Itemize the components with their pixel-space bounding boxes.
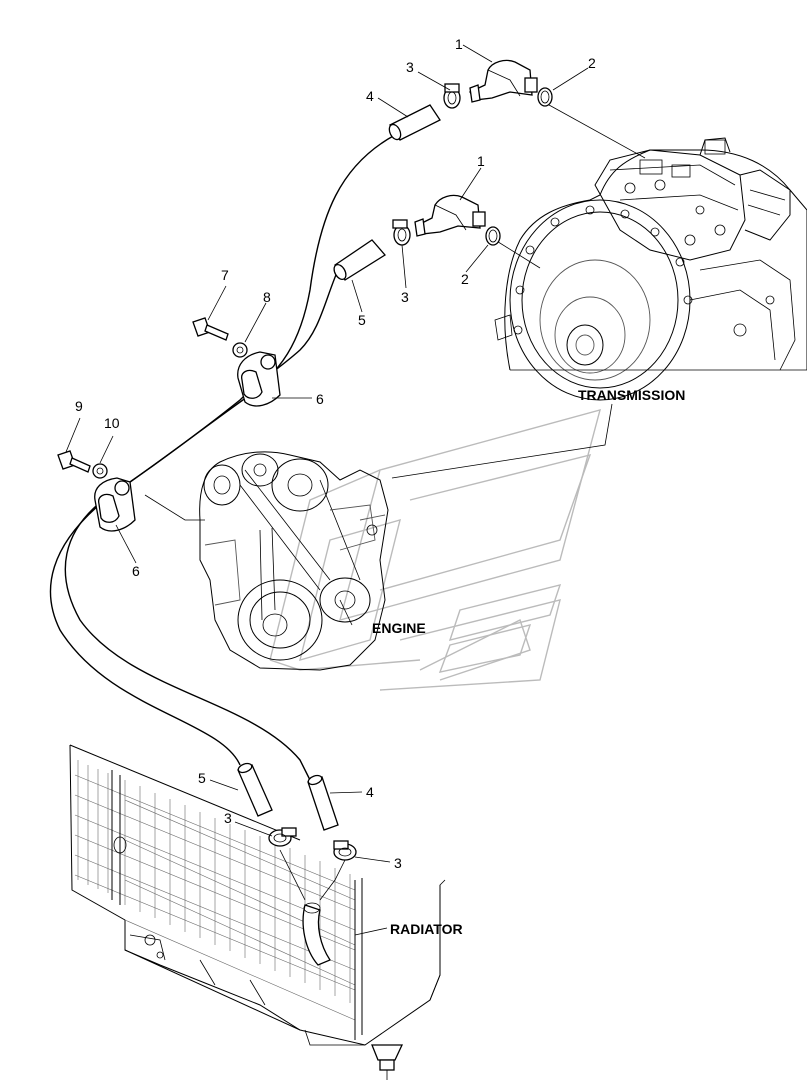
bolt-7: [192, 317, 229, 341]
callout-washer-upper: 8: [263, 289, 271, 305]
o-ring-2-mid: [485, 226, 501, 246]
clamp-3-rad-right: [333, 840, 357, 861]
callout-numbers: 1 2 3 4 1 2 3 5 7 8 6 9 10 6 5 4 3 3: [75, 36, 596, 871]
leader-port-mid: [494, 239, 541, 269]
callout-oring-mid: 2: [461, 271, 469, 287]
clamp-3-mid: [392, 219, 411, 246]
label-radiator: RADIATOR: [390, 921, 463, 937]
bracket-group-upper: [192, 317, 281, 407]
callout-bolt-upper: 7: [221, 267, 229, 283]
elbow-fitting-1-mid: [414, 194, 486, 237]
callout-oring-top: 2: [588, 55, 596, 71]
leader-port-top: [539, 99, 646, 159]
callout-bracket-lower: 6: [132, 563, 140, 579]
fitting-group-mid: [333, 194, 501, 281]
label-engine: ENGINE: [372, 620, 426, 636]
callout-washer-lower: 10: [104, 415, 120, 431]
callout-clamp-mid: 3: [401, 289, 409, 305]
callout-hose-top: 4: [366, 88, 374, 104]
callout-hose-rad-right: 4: [366, 784, 374, 800]
label-transmission: TRANSMISSION: [578, 387, 685, 403]
watermark-logo: [269, 409, 601, 691]
fitting-group-top: [388, 59, 553, 141]
callout-clamp-rad-right: 3: [394, 855, 402, 871]
callout-clamp-top: 3: [406, 59, 414, 75]
radiator-assembly: [69, 744, 446, 1080]
callout-hose-mid: 5: [358, 312, 366, 328]
leader-lines: [65, 44, 613, 936]
washer-10: [92, 463, 108, 479]
callout-fitting-mid: 1: [477, 153, 485, 169]
callout-fitting-top: 1: [455, 36, 463, 52]
callout-clamp-rad-left: 3: [224, 810, 232, 826]
elbow-fitting-1-top: [469, 59, 538, 103]
bracket-6-upper: [237, 351, 281, 407]
o-ring-2-top: [537, 87, 553, 107]
callout-hose-rad-left: 5: [198, 770, 206, 786]
engine-assembly: [144, 451, 389, 671]
clamp-3-top: [443, 83, 461, 109]
clamp-3-rad-left: [268, 827, 297, 847]
bracket-6-lower: [94, 477, 136, 532]
washer-8: [232, 342, 248, 358]
callout-bolt-lower: 9: [75, 398, 83, 414]
transmission-assembly: [494, 137, 807, 401]
bracket-group-lower: [57, 450, 136, 532]
component-labels: TRANSMISSION ENGINE RADIATOR: [372, 387, 685, 937]
bolt-9: [57, 450, 91, 473]
callout-bracket-upper: 6: [316, 391, 324, 407]
radiator-hose-group: [237, 762, 357, 861]
